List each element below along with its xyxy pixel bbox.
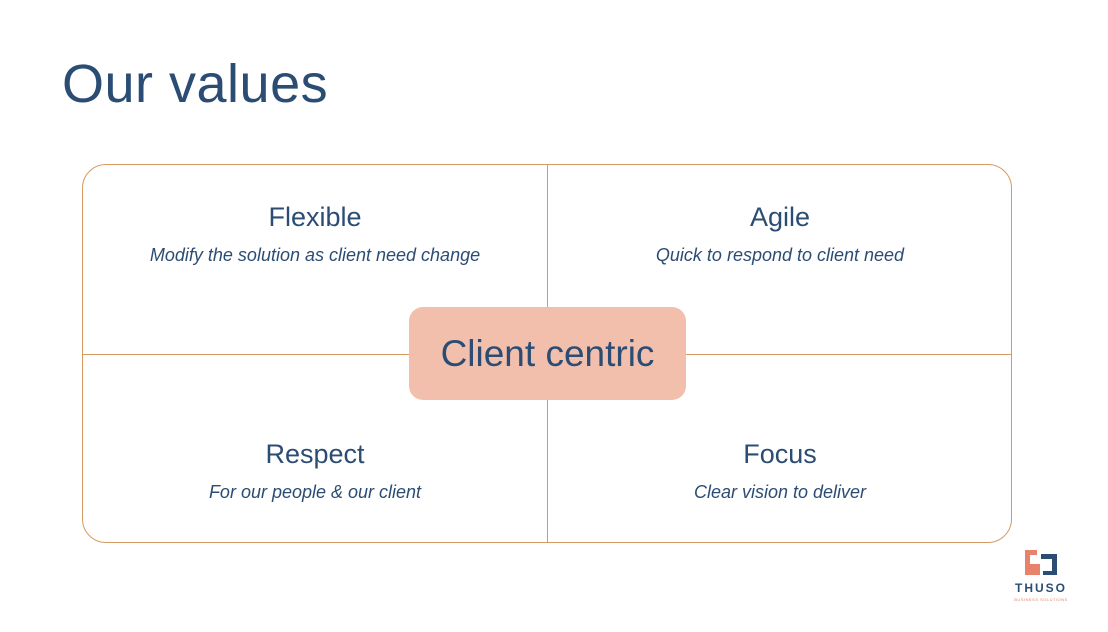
value-flexible: Flexible Modify the solution as client n… xyxy=(83,201,547,267)
company-logo: THUSO BUSINESS SOLUTIONS xyxy=(1010,548,1072,608)
value-description: For our people & our client xyxy=(208,482,422,503)
logo-tagline: BUSINESS SOLUTIONS xyxy=(1014,597,1068,602)
center-value-badge: Client centric xyxy=(409,307,686,400)
value-focus: Focus Clear vision to deliver xyxy=(548,438,1012,504)
page-title: Our values xyxy=(62,54,329,114)
value-title: Agile xyxy=(749,202,811,232)
value-title: Focus xyxy=(743,439,817,469)
value-agile: Agile Quick to respond to client need xyxy=(548,201,1012,267)
logo-mark-icon xyxy=(1025,550,1057,575)
value-title: Flexible xyxy=(268,202,362,232)
value-description: Quick to respond to client need xyxy=(655,245,905,266)
value-description: Clear vision to deliver xyxy=(693,482,867,503)
logo-wordmark: THUSO xyxy=(1015,581,1067,595)
value-description: Modify the solution as client need chang… xyxy=(149,245,481,266)
value-title: Respect xyxy=(265,439,365,469)
values-grid: Flexible Modify the solution as client n… xyxy=(82,164,1012,543)
value-respect: Respect For our people & our client xyxy=(83,438,547,504)
